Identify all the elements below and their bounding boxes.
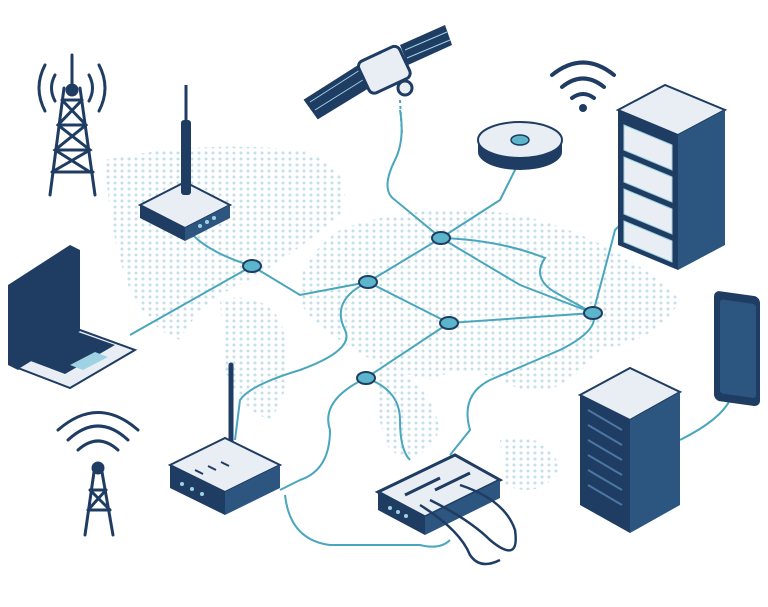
tablet-icon	[714, 291, 760, 407]
network-nodes	[242, 231, 603, 385]
server-rack-icon	[615, 83, 728, 270]
network-node	[583, 306, 603, 320]
network-node	[358, 275, 378, 289]
cell-tower-icon	[56, 411, 140, 537]
access-point-icon	[477, 121, 563, 170]
cell-tower-icon	[37, 53, 107, 197]
network-node	[439, 316, 459, 330]
network-node	[356, 371, 376, 385]
server-rack-icon	[577, 366, 683, 533]
antenna-router-icon	[137, 85, 233, 241]
network-node	[431, 231, 451, 245]
wifi-router-icon	[167, 362, 283, 515]
wifi-icon	[550, 60, 616, 112]
network-switch-icon	[374, 453, 517, 566]
network-node	[242, 259, 262, 273]
laptop-icon	[8, 245, 138, 390]
satellite-icon	[303, 25, 452, 120]
